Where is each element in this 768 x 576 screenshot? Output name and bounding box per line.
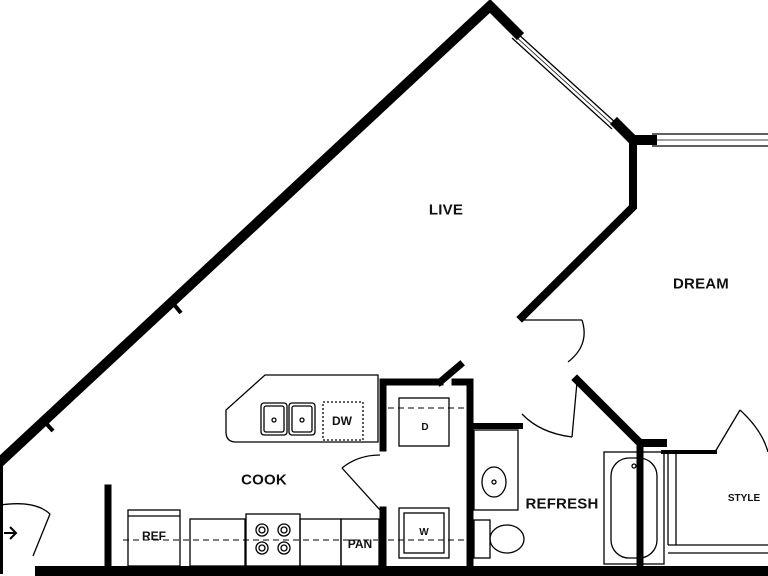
room-label-refresh: REFRESH bbox=[525, 495, 599, 513]
appliance-label-dishwasher: DW bbox=[332, 414, 352, 428]
door-bath-leaf bbox=[571, 381, 578, 438]
room-label-dream: DREAM bbox=[673, 275, 729, 293]
counter-left bbox=[189, 518, 246, 567]
toilet-tank bbox=[473, 519, 491, 559]
door-closet-leaf bbox=[714, 409, 741, 453]
door-entry-leaf bbox=[32, 513, 51, 557]
dryer bbox=[398, 397, 450, 447]
wall-laundry-stub bbox=[435, 360, 465, 387]
door-laundry-swing bbox=[341, 454, 381, 469]
room-label-live: LIVE bbox=[428, 201, 464, 219]
sink-right bbox=[288, 402, 316, 436]
wall-laundry-top bbox=[379, 378, 444, 452]
window-top-inner bbox=[511, 37, 613, 130]
windows bbox=[511, 32, 768, 147]
interior-walls bbox=[0, 360, 717, 575]
bathtub bbox=[603, 451, 665, 565]
toilet-bowl bbox=[489, 524, 525, 554]
pantry bbox=[340, 518, 380, 567]
dishwasher bbox=[322, 401, 364, 441]
island-counter bbox=[225, 374, 379, 443]
appliance-label-refrigerator: REF bbox=[142, 529, 166, 543]
doors bbox=[0, 319, 768, 557]
sink-left-basin bbox=[263, 405, 285, 433]
wall-dream-bath bbox=[571, 374, 667, 447]
kitchen-island bbox=[225, 374, 379, 443]
appliance-label-dryer: D bbox=[421, 422, 429, 433]
room-label-cook: COOK bbox=[241, 471, 287, 489]
door-closet-swing bbox=[739, 409, 768, 453]
door-dream-swing bbox=[567, 319, 585, 363]
door-bath-swing bbox=[521, 413, 573, 438]
door-entry-swing bbox=[0, 503, 51, 515]
vanity bbox=[473, 429, 519, 511]
bathtub-inner bbox=[610, 457, 658, 559]
room-label-style: STYLE bbox=[727, 493, 761, 504]
closet bbox=[667, 452, 768, 554]
kitchen-counter bbox=[123, 509, 380, 567]
arrow-right-icon bbox=[4, 526, 18, 540]
appliance-label-washer: W bbox=[419, 527, 429, 538]
window-top-mid bbox=[514, 35, 615, 127]
sink-left bbox=[260, 402, 288, 436]
sink-right-basin bbox=[291, 405, 313, 433]
laundry bbox=[388, 397, 468, 559]
wall-left-diagonal bbox=[0, 0, 525, 469]
wall-dream-left bbox=[516, 136, 637, 323]
refrigerator bbox=[127, 509, 181, 567]
appliance-label-pantry: PAN bbox=[347, 537, 373, 551]
door-laundry-leaf bbox=[341, 467, 381, 511]
bathroom-fixtures bbox=[473, 429, 665, 565]
counter-right bbox=[299, 518, 342, 567]
window-top-outer bbox=[516, 32, 618, 125]
washer bbox=[398, 507, 450, 559]
wall-ticks bbox=[42, 300, 183, 433]
sink bbox=[481, 466, 507, 498]
